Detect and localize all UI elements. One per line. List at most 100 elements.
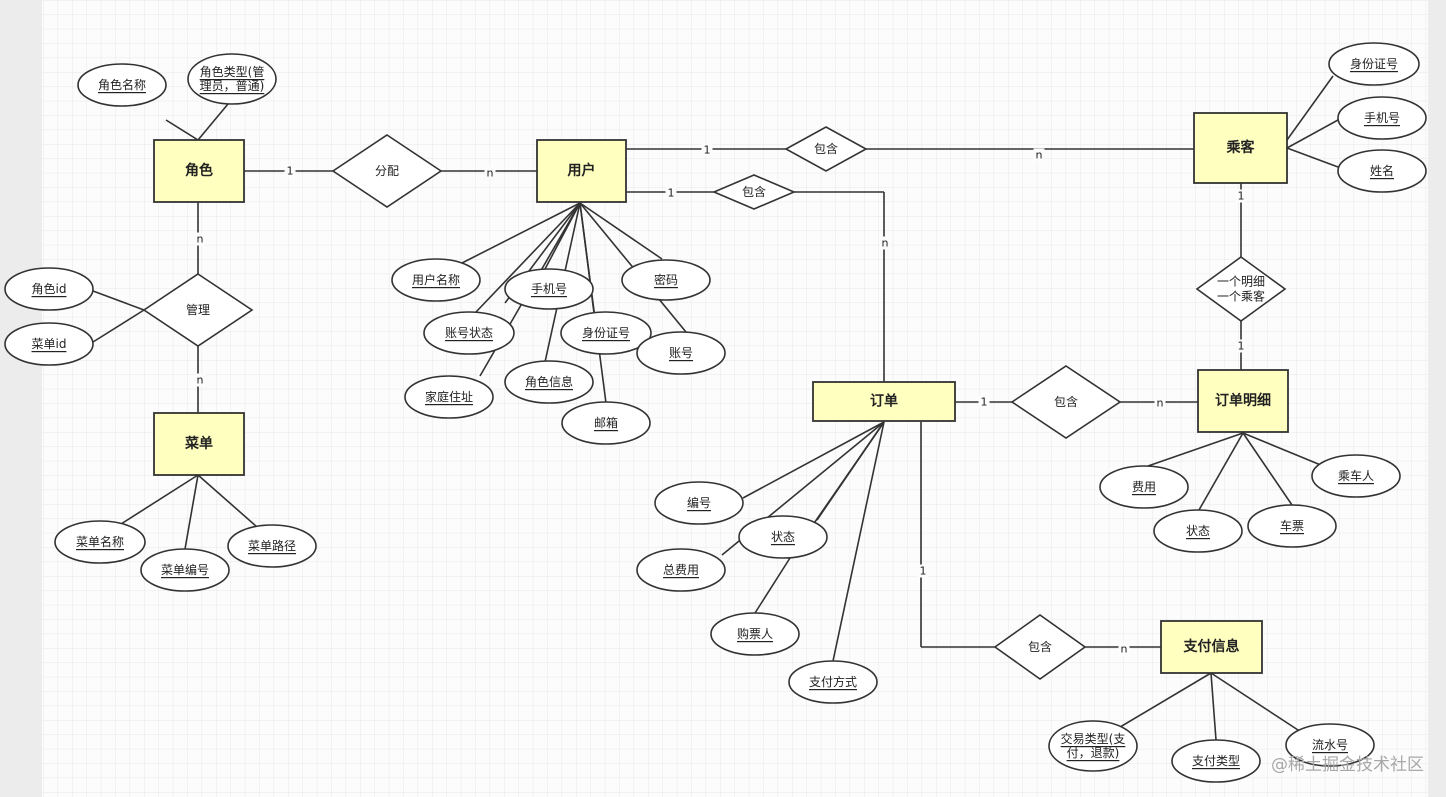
attribute-user_email[interactable]: 邮箱 [561,401,651,445]
attribute-menu_id[interactable]: 菜单id [4,322,94,366]
relationship-user_passenger[interactable]: 包含 [784,126,868,172]
attribute-user_name-label: 用户名称 [412,272,460,287]
attribute-user_password[interactable]: 密码 [621,259,711,301]
attribute-ellipse [1311,454,1401,498]
cardinality-c2: n [487,167,494,180]
entity-box [153,412,245,476]
attribute-role_type[interactable]: 角色类型(管理员，普通) [187,53,277,105]
relationship-passenger_detail-label: 一个明细 [1217,275,1265,289]
cardinality-bg [484,166,496,180]
cardinality-c5: 1 [704,144,711,157]
attribute-detail_rider[interactable]: 乘车人 [1311,454,1401,498]
cardinality-bg [1033,148,1045,162]
attribute-order_paymethod[interactable]: 支付方式 [788,660,878,704]
attribute-order_buyer[interactable]: 购票人 [710,612,800,656]
entity-order_detail[interactable]: 订单明细 [1197,369,1289,433]
attribute-pay_txtype-label: 付，退款) [1067,746,1120,760]
attribute-ellipse [621,259,711,301]
relationship-assign[interactable]: 分配 [331,134,443,208]
attribute-order_no-label: 编号 [687,495,711,510]
entity-user-label: 用户 [568,162,596,179]
entity-menu[interactable]: 菜单 [153,412,245,476]
attribute-user_account[interactable]: 账号 [636,331,726,375]
attribute-order_total[interactable]: 总费用 [636,548,726,592]
attribute-pay_txtype-label: 交易类型(支 [1061,731,1126,746]
cardinality-c4: n [197,374,204,387]
attribute-menu_name[interactable]: 菜单名称 [54,520,146,564]
cardinality-c3: n [197,233,204,246]
attribute-pass_idcard[interactable]: 身份证号 [1328,42,1420,86]
attribute-ellipse [560,311,652,355]
cardinality-bg [1235,339,1247,353]
connector-line [579,202,663,260]
entity-role[interactable]: 角色 [153,139,245,203]
relationship-order_payment[interactable]: 包含 [993,614,1087,680]
connector-line [1147,432,1244,467]
cardinality-c8: n [882,237,889,250]
connector-line [475,202,581,313]
attribute-order_status-label: 状态 [771,530,795,544]
attribute-ellipse [636,331,726,375]
attribute-user_password-label: 密码 [654,272,678,287]
connector-line [92,309,145,343]
relationship-order_detail_rel[interactable]: 包含 [1010,365,1122,439]
connector-line [1286,75,1334,141]
cardinality-c7: 1 [668,187,675,200]
attribute-ellipse [1048,720,1138,772]
cardinality-c1: 1 [287,165,294,178]
connector-line [754,557,791,614]
attribute-user_idcard-label: 身份证号 [582,325,630,340]
attribute-user_phone[interactable]: 手机号 [504,268,594,310]
connector-line [1210,672,1217,741]
relationship-diamond [784,126,868,172]
cardinality-c13: 1 [920,565,927,578]
attribute-role_type-label: 理员，普通) [200,79,265,93]
attribute-ellipse [391,258,481,302]
attribute-pay_type[interactable]: 支付类型 [1171,739,1261,783]
entity-menu-label: 菜单 [184,435,213,452]
attribute-user_roleinfo[interactable]: 角色信息 [504,360,594,404]
attribute-role_id[interactable]: 角色id [4,267,94,311]
attribute-detail_ticket[interactable]: 车票 [1247,504,1337,548]
cardinality-c11: 1 [981,396,988,409]
attribute-pay_serial[interactable]: 流水号 [1285,723,1375,767]
attribute-pay_txtype[interactable]: 交易类型(支付，退款) [1048,720,1138,772]
entity-payment[interactable]: 支付信息 [1160,620,1263,674]
attribute-role_name[interactable]: 角色名称 [77,63,167,107]
entity-order[interactable]: 订单 [812,381,956,422]
attribute-user_name[interactable]: 用户名称 [391,258,481,302]
attribute-user_status[interactable]: 账号状态 [423,311,515,355]
attribute-user_account-label: 账号 [669,346,693,360]
attribute-detail_fee[interactable]: 费用 [1099,465,1189,509]
attribute-ellipse [738,515,828,559]
attribute-order_no[interactable]: 编号 [654,481,744,525]
connector-line [461,202,581,264]
entity-user[interactable]: 用户 [536,139,627,203]
entity-box [153,139,245,203]
entity-order_detail-label: 订单明细 [1215,392,1271,409]
attribute-detail_status[interactable]: 状态 [1153,509,1243,553]
relationship-diamond [1195,256,1287,322]
relationship-diamond [1010,365,1122,439]
attribute-pass_phone[interactable]: 手机号 [1337,96,1427,140]
attribute-ellipse [140,548,230,592]
relationship-user_order[interactable]: 包含 [711,174,797,210]
attribute-user_address[interactable]: 家庭住址 [404,375,494,419]
attribute-ellipse [187,53,277,105]
connector-line [184,474,199,550]
entity-box [1193,112,1288,184]
attribute-order_status[interactable]: 状态 [738,515,828,559]
relationship-manage[interactable]: 管理 [142,273,254,347]
attribute-user_idcard[interactable]: 身份证号 [560,311,652,355]
attribute-ellipse [504,268,594,310]
attribute-menu_no[interactable]: 菜单编号 [140,548,230,592]
entity-box [1197,369,1289,433]
attribute-ellipse [561,401,651,445]
attribute-menu_path[interactable]: 菜单路径 [227,524,317,568]
attribute-pass_name[interactable]: 姓名 [1337,149,1427,193]
entity-passenger[interactable]: 乘客 [1193,112,1288,184]
attribute-detail_fee-label: 费用 [1132,480,1156,494]
connector-line [579,202,607,404]
